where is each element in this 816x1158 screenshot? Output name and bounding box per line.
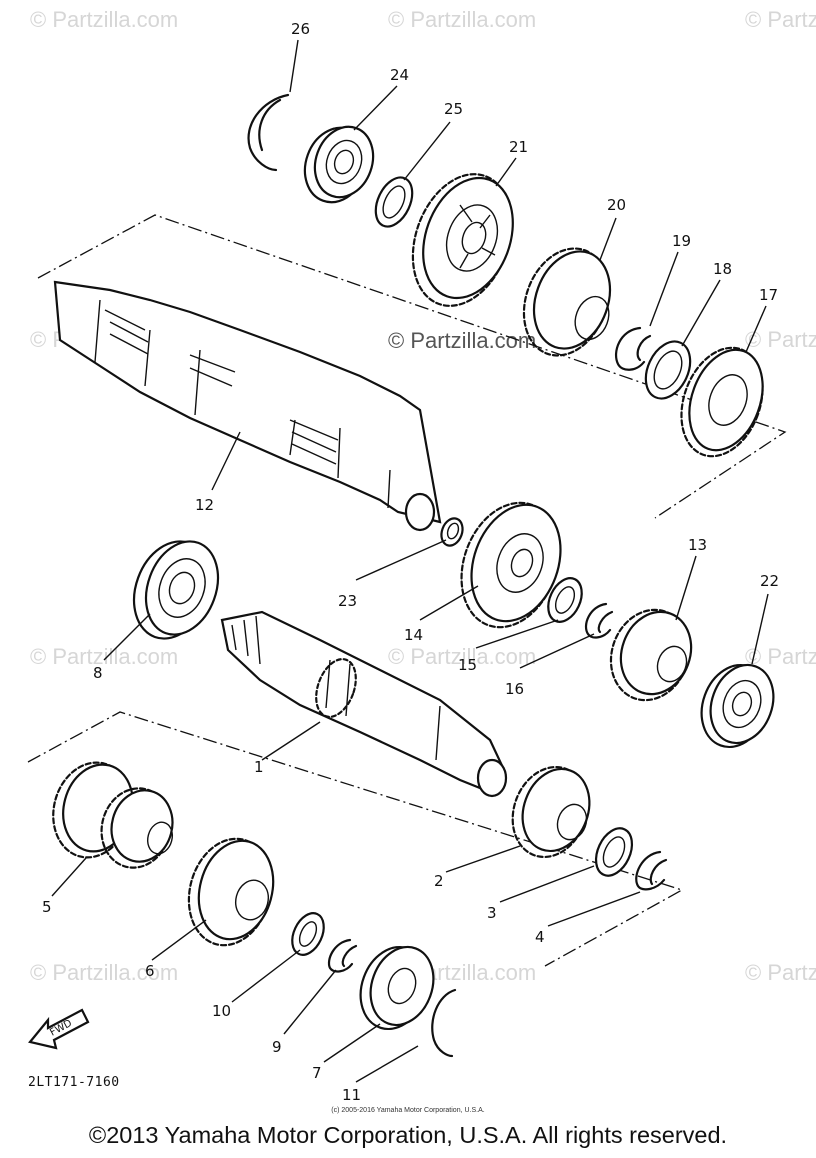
mainshaft-part-12 xyxy=(53,280,442,532)
callout-16: 16 xyxy=(505,680,524,698)
callout-12: 12 xyxy=(195,496,214,514)
callout-24: 24 xyxy=(390,66,409,84)
callout-26: 26 xyxy=(291,20,310,38)
bushing-part-23 xyxy=(440,517,464,547)
watermark: © Partzilla.com xyxy=(30,7,178,32)
callout-7: 7 xyxy=(312,1064,322,1082)
callout-5: 5 xyxy=(42,898,52,916)
callout-17: 17 xyxy=(759,286,778,304)
watermark: © Partzilla.com xyxy=(388,644,536,669)
circlip-part-26 xyxy=(247,93,290,172)
gear-part-17 xyxy=(680,346,764,458)
washer-part-3 xyxy=(594,827,634,877)
circlip-part-11 xyxy=(431,988,457,1058)
circlip-part-4 xyxy=(635,850,668,891)
footer-copyright: ©2013 Yamaha Motor Corporation, U.S.A. A… xyxy=(88,1122,728,1148)
callout-11: 11 xyxy=(342,1086,361,1104)
watermark: © Partzilla.com xyxy=(388,328,536,353)
callout-9: 9 xyxy=(272,1038,282,1056)
callout-labels: 26 24 25 21 20 19 18 17 12 23 14 15 16 1… xyxy=(42,20,779,1104)
gear-part-13 xyxy=(609,608,693,702)
callout-8: 8 xyxy=(93,664,103,682)
callout-18: 18 xyxy=(713,260,732,278)
callout-25: 25 xyxy=(444,100,463,118)
watermark: © Partzilla.com xyxy=(745,644,816,669)
callout-14: 14 xyxy=(404,626,423,644)
washer-part-10 xyxy=(291,912,325,956)
callout-6: 6 xyxy=(145,962,155,980)
small-copyright: (c) 2005-2016 Yamaha Motor Corporation, … xyxy=(331,1107,485,1114)
driveshaft-part-1 xyxy=(220,610,508,798)
callout-1: 1 xyxy=(254,758,264,776)
watermark: © Partzilla.com xyxy=(30,644,178,669)
bearing-part-8 xyxy=(132,540,220,640)
gear-part-2 xyxy=(511,765,591,859)
bearing-part-7 xyxy=(359,945,435,1031)
washer-part-25 xyxy=(374,176,414,228)
callout-21: 21 xyxy=(509,138,528,156)
callout-3: 3 xyxy=(487,904,497,922)
callout-13: 13 xyxy=(688,536,707,554)
diagram-code: 2LT171-7160 xyxy=(28,1075,120,1090)
gear-part-20 xyxy=(522,247,612,357)
watermark: © Partzilla.com xyxy=(745,327,816,352)
circlip-part-19 xyxy=(614,326,652,371)
gear-part-14 xyxy=(460,501,562,629)
circlip-part-16 xyxy=(584,602,614,639)
callout-19: 19 xyxy=(672,232,691,250)
callout-4: 4 xyxy=(535,928,545,946)
callout-20: 20 xyxy=(607,196,626,214)
gear-part-21 xyxy=(411,173,514,307)
callout-15: 15 xyxy=(458,656,477,674)
upper-assembly-boundary xyxy=(37,214,787,519)
circlip-part-9 xyxy=(327,938,358,973)
callout-22: 22 xyxy=(760,572,779,590)
gear-part-5 xyxy=(52,761,174,869)
lower-assembly-boundary xyxy=(27,711,684,967)
bearing-part-22 xyxy=(700,663,775,749)
watermark: © Partzilla.com xyxy=(388,7,536,32)
washer-part-18 xyxy=(644,340,692,400)
bearing-part-24 xyxy=(303,125,375,204)
callout-23: 23 xyxy=(338,592,357,610)
callout-2: 2 xyxy=(434,872,444,890)
leader-lines xyxy=(51,39,769,1083)
gear-part-6 xyxy=(187,837,275,947)
callout-10: 10 xyxy=(212,1002,231,1020)
watermark: © Partzilla.com xyxy=(30,960,178,985)
forward-arrow-icon: FWD xyxy=(28,1008,90,1050)
watermark: © Partzilla.com xyxy=(745,7,816,32)
watermark: © Partzilla.com xyxy=(745,960,816,985)
